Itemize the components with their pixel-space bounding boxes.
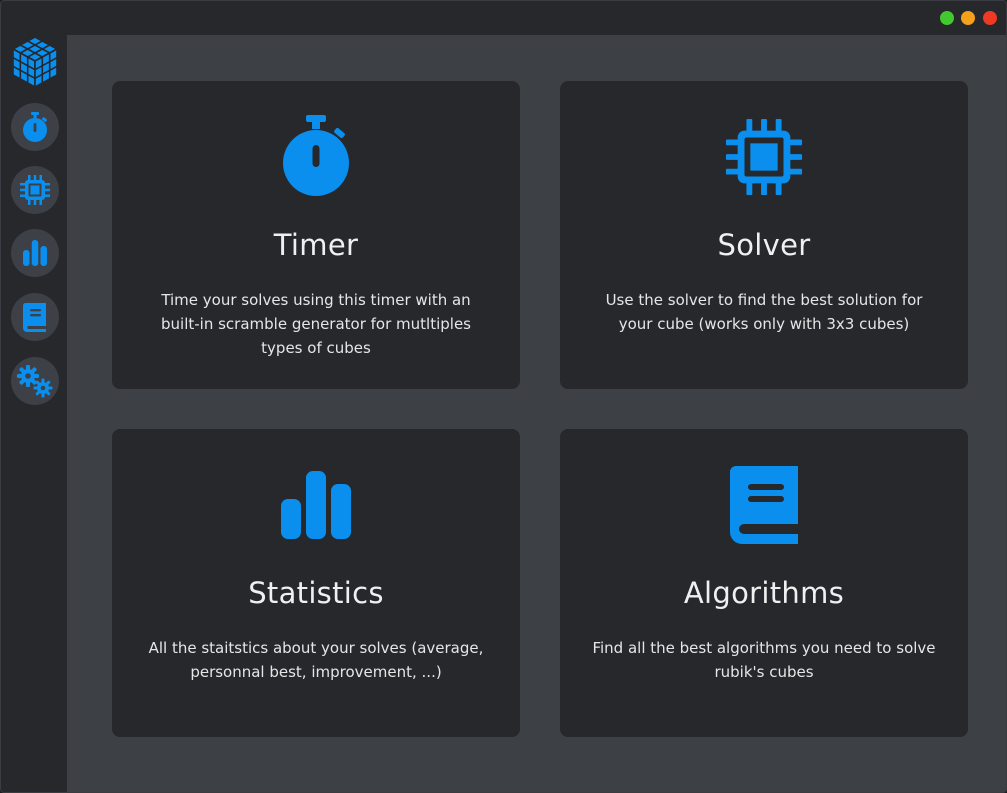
card-solver[interactable]: Solver Use the solver to find the best s… (560, 81, 968, 389)
cpu-chip-icon (724, 115, 804, 199)
card-description: All the staitstics about your solves (av… (148, 639, 484, 681)
sidebar-item-settings[interactable] (11, 357, 59, 405)
card-title: Algorithms (683, 576, 845, 610)
card-title: Timer (273, 228, 359, 262)
card-statistics[interactable]: Statistics All the staitstics about your… (112, 429, 520, 737)
sidebar-item-solver[interactable] (11, 166, 59, 214)
maximize-button[interactable] (940, 11, 954, 25)
card-description: Time your solves using this timer with a… (161, 291, 471, 357)
main-content: Timer Time your solves using this timer … (67, 35, 1006, 792)
rubiks-cube-icon (10, 35, 60, 89)
book-icon (22, 303, 46, 332)
card-timer[interactable]: Timer Time your solves using this timer … (112, 81, 520, 389)
minimize-button[interactable] (961, 11, 975, 25)
sidebar-item-timer[interactable] (11, 103, 59, 151)
card-description: Use the solver to find the best solution… (605, 291, 923, 333)
card-algorithms[interactable]: Algorithms Find all the best algorithms … (560, 429, 968, 737)
sidebar-item-algorithms[interactable] (11, 293, 59, 341)
sidebar-item-statistics[interactable] (11, 229, 59, 277)
gears-icon (17, 365, 53, 398)
bar-chart-icon (23, 240, 47, 266)
stopwatch-icon (276, 115, 356, 199)
card-title: Statistics (248, 576, 384, 610)
stopwatch-icon (23, 112, 47, 142)
cpu-chip-icon (20, 175, 50, 205)
title-bar (1, 1, 1006, 35)
card-description: Find all the best algorithms you need to… (592, 639, 936, 681)
bar-chart-icon (276, 463, 356, 547)
close-button[interactable] (983, 11, 997, 25)
book-icon (724, 463, 804, 547)
card-title: Solver (717, 228, 811, 262)
sidebar (1, 35, 67, 792)
